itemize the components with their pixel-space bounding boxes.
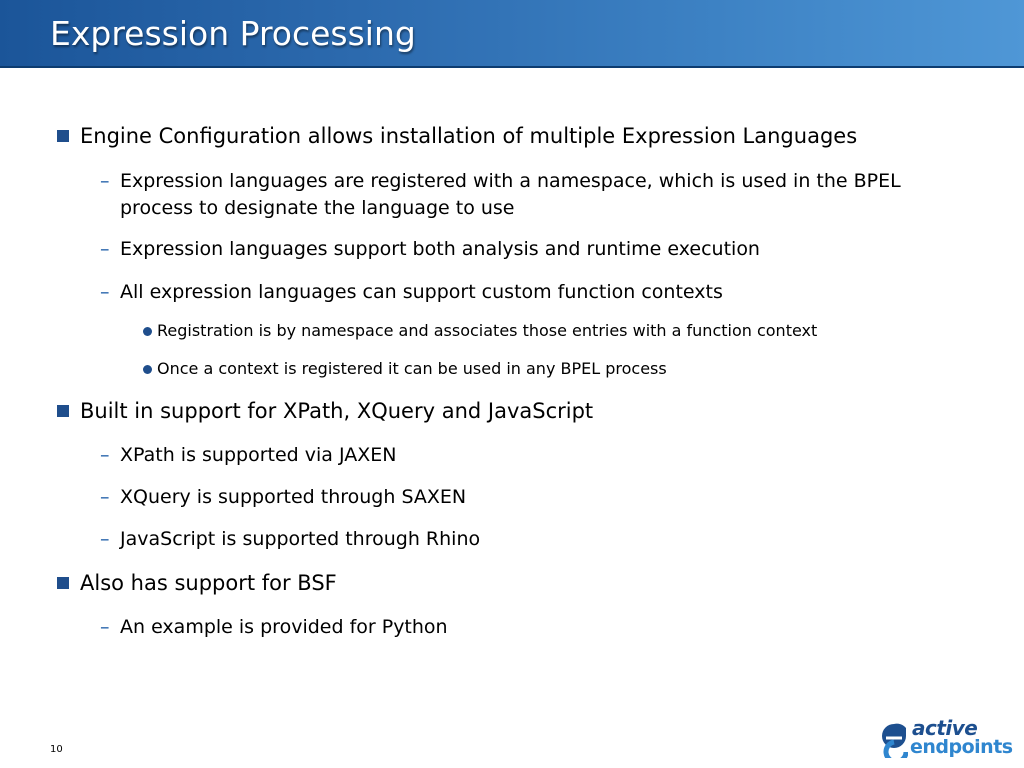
bullet-custom-contexts: All expression languages can support cus…	[120, 281, 723, 303]
dash-bullet-icon: –	[100, 486, 110, 508]
bullet-engine-config: Engine Configuration allows installation…	[80, 124, 858, 148]
dash-bullet-icon: –	[100, 238, 110, 260]
bullet-xquery: XQuery is supported through SAXEN	[120, 486, 467, 508]
bullet-builtin-support: Built in support for XPath, XQuery and J…	[80, 399, 594, 423]
square-bullet-icon	[57, 130, 69, 142]
logo-text-active: active	[912, 716, 978, 740]
bullet-registered-line1: Expression languages are registered with…	[120, 170, 901, 192]
bullet-python: An example is provided for Python	[120, 616, 448, 638]
dash-bullet-icon: –	[100, 281, 110, 303]
dot-bullet-icon	[143, 327, 152, 336]
bullet-registration: Registration is by namespace and associa…	[157, 321, 818, 340]
dash-bullet-icon: –	[100, 616, 110, 638]
dot-bullet-icon	[143, 365, 152, 374]
logo-text-endpoints: endpoints	[910, 736, 1013, 758]
bullet-bsf: Also has support for BSF	[80, 571, 337, 595]
square-bullet-icon	[57, 405, 69, 417]
dash-bullet-icon: –	[100, 528, 110, 550]
logo-mark-icon	[882, 723, 908, 758]
active-endpoints-logo: active endpoints	[876, 716, 1016, 764]
dash-bullet-icon: –	[100, 170, 110, 192]
page-number: 10	[50, 744, 63, 755]
bullet-javascript: JavaScript is supported through Rhino	[120, 528, 481, 550]
bullet-analysis-runtime: Expression languages support both analys…	[120, 238, 760, 260]
square-bullet-icon	[57, 577, 69, 589]
bullet-registered-line2: process to designate the language to use	[120, 197, 515, 219]
title-bar: Expression Processing	[0, 0, 1024, 68]
slide-title: Expression Processing	[50, 14, 416, 53]
bullet-xpath: XPath is supported via JAXEN	[120, 444, 397, 466]
bullet-once-registered: Once a context is registered it can be u…	[157, 359, 667, 378]
dash-bullet-icon: –	[100, 444, 110, 466]
bullet-list: Engine Configuration allows installation…	[57, 124, 901, 638]
